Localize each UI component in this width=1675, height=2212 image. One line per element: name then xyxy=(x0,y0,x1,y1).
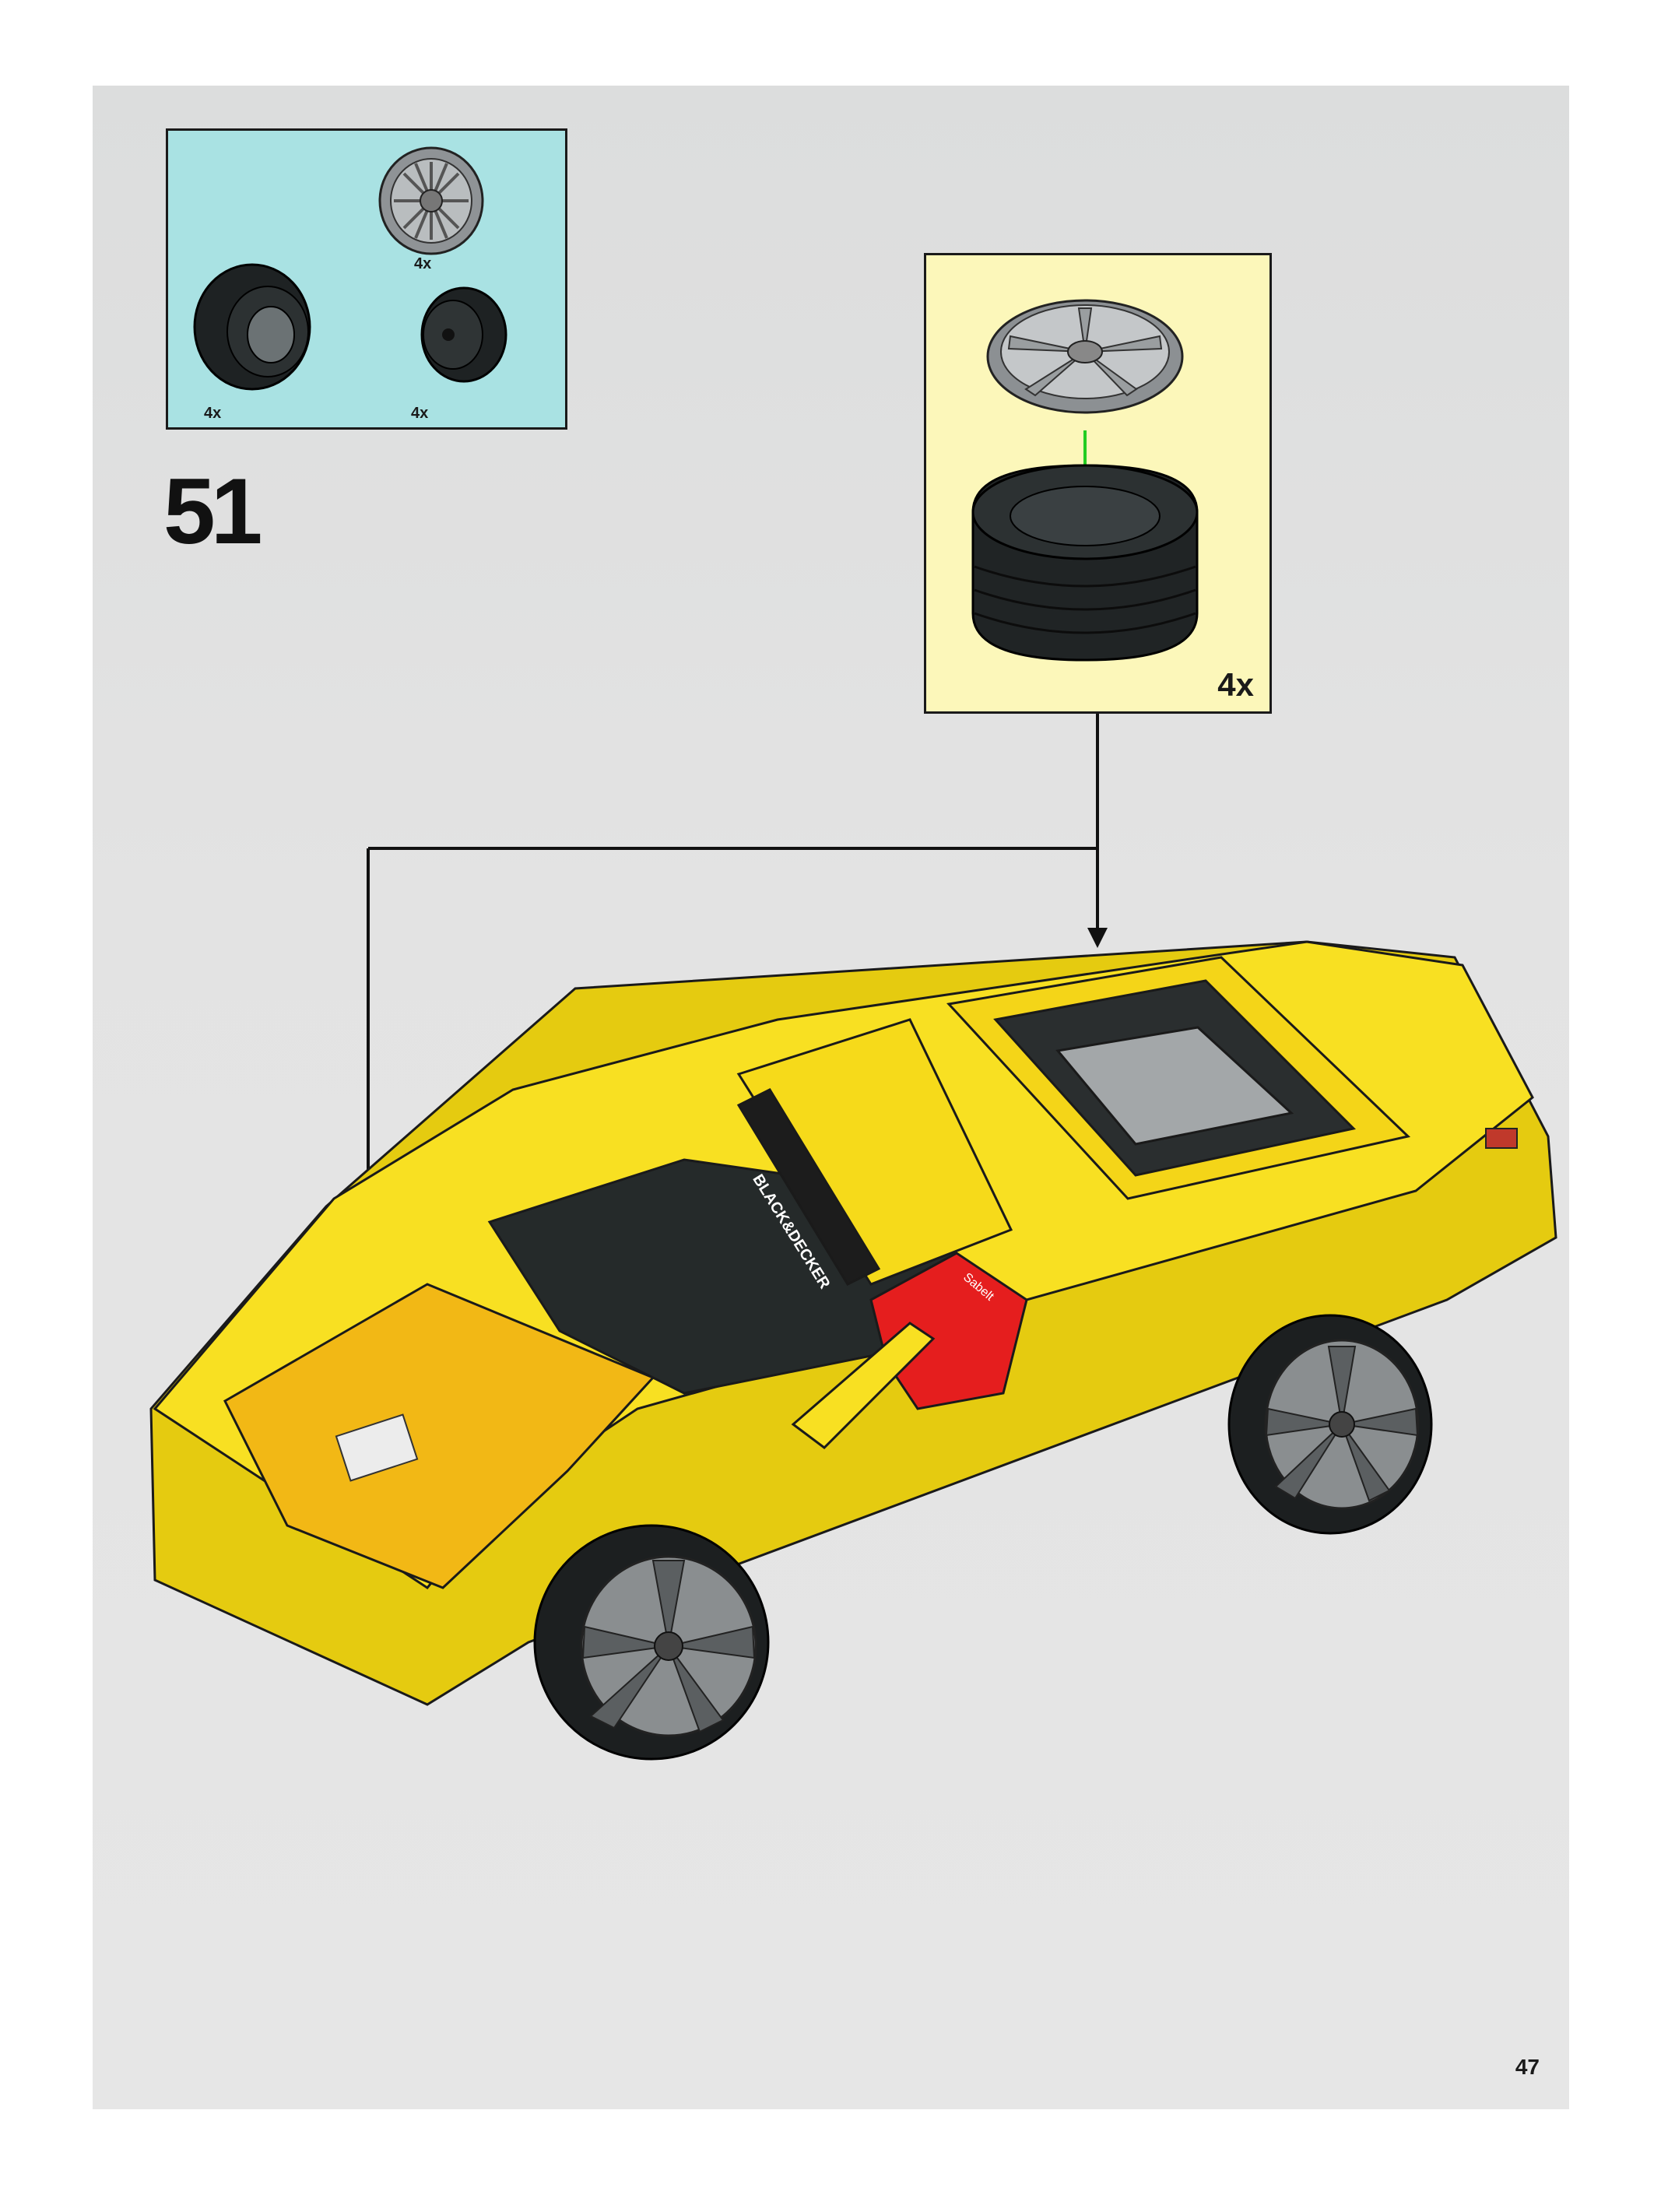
rim-quantity: 4x xyxy=(414,255,431,273)
tire-icon xyxy=(195,265,310,389)
wheel-rear-icon xyxy=(1229,1315,1431,1533)
wheel-front-icon xyxy=(535,1526,768,1759)
parts-list-box: 4x 4x 4x xyxy=(166,128,567,430)
step-number: 51 xyxy=(163,458,258,565)
car-body xyxy=(151,942,1556,1705)
parts-illustration xyxy=(168,131,570,432)
sponsor-decal: BLACK&DECKER xyxy=(748,1171,833,1292)
page-number: 47 xyxy=(1515,2055,1540,2080)
tire-icon xyxy=(973,465,1197,660)
tire-quantity: 4x xyxy=(204,405,221,423)
callout-arrow-front xyxy=(358,1230,378,1250)
wheel-rim-icon xyxy=(380,148,483,254)
callout-lines xyxy=(368,714,1097,1234)
sub-assembly-illustration xyxy=(926,255,1274,716)
instruction-page: 4x 4x 4x 51 xyxy=(93,86,1569,2109)
hub-icon xyxy=(422,288,506,381)
callout-arrow-rear xyxy=(1087,928,1108,948)
hub-quantity: 4x xyxy=(411,405,428,423)
sub-assembly-quantity: 4x xyxy=(1217,666,1254,704)
seat-decal: Sabelt xyxy=(960,1271,996,1304)
five-spoke-rim-icon xyxy=(988,300,1182,413)
sub-assembly-box: 4x xyxy=(924,253,1272,714)
